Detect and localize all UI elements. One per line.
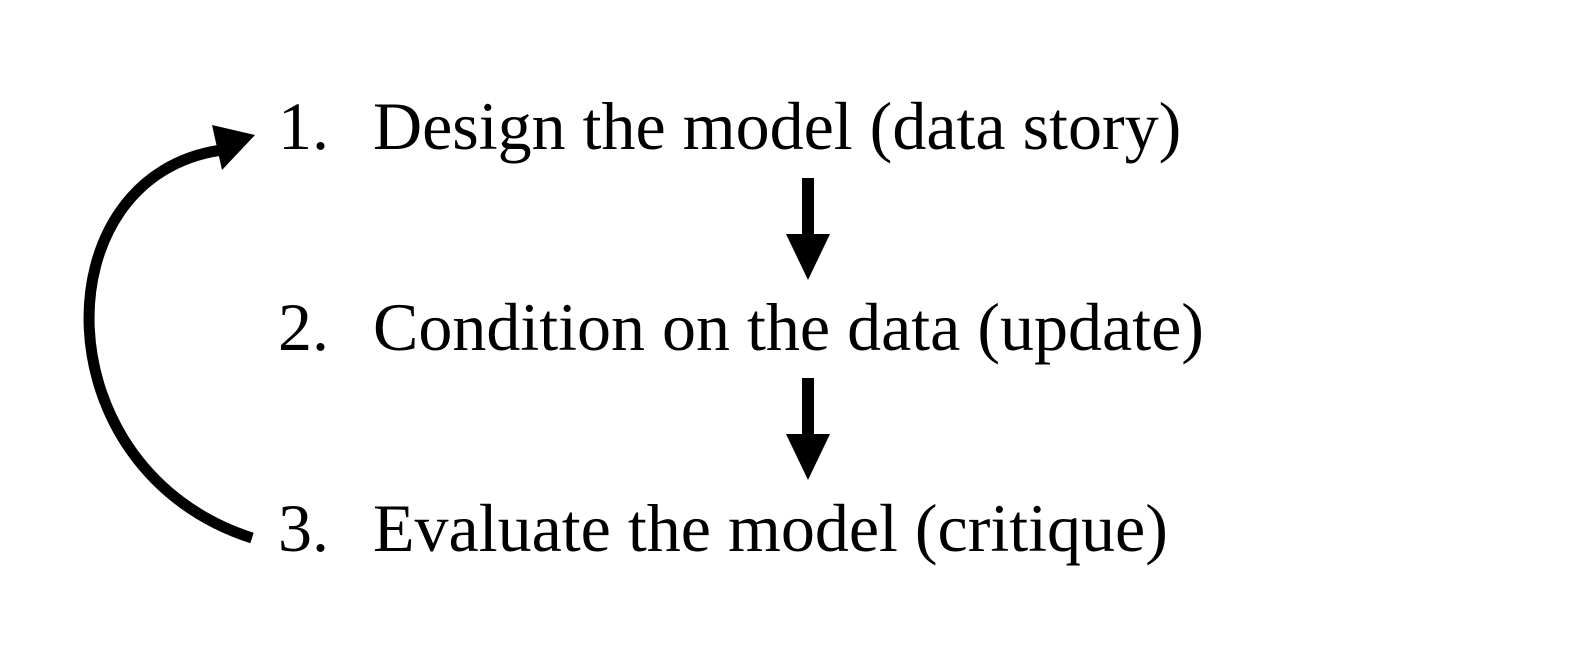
down-arrow-icon [786, 378, 830, 480]
step-3-label: Evaluate the model (critique) [373, 490, 1168, 566]
step-2-number: 2. [278, 289, 329, 365]
curved-loop-arrow-icon [83, 125, 255, 544]
step-1-label: Design the model (data story) [373, 88, 1182, 164]
step-1-number: 1. [278, 88, 329, 164]
step-3-number: 3. [278, 490, 329, 566]
down-arrow-icon [786, 178, 830, 280]
step-2-label: Condition on the data (update) [373, 289, 1204, 365]
